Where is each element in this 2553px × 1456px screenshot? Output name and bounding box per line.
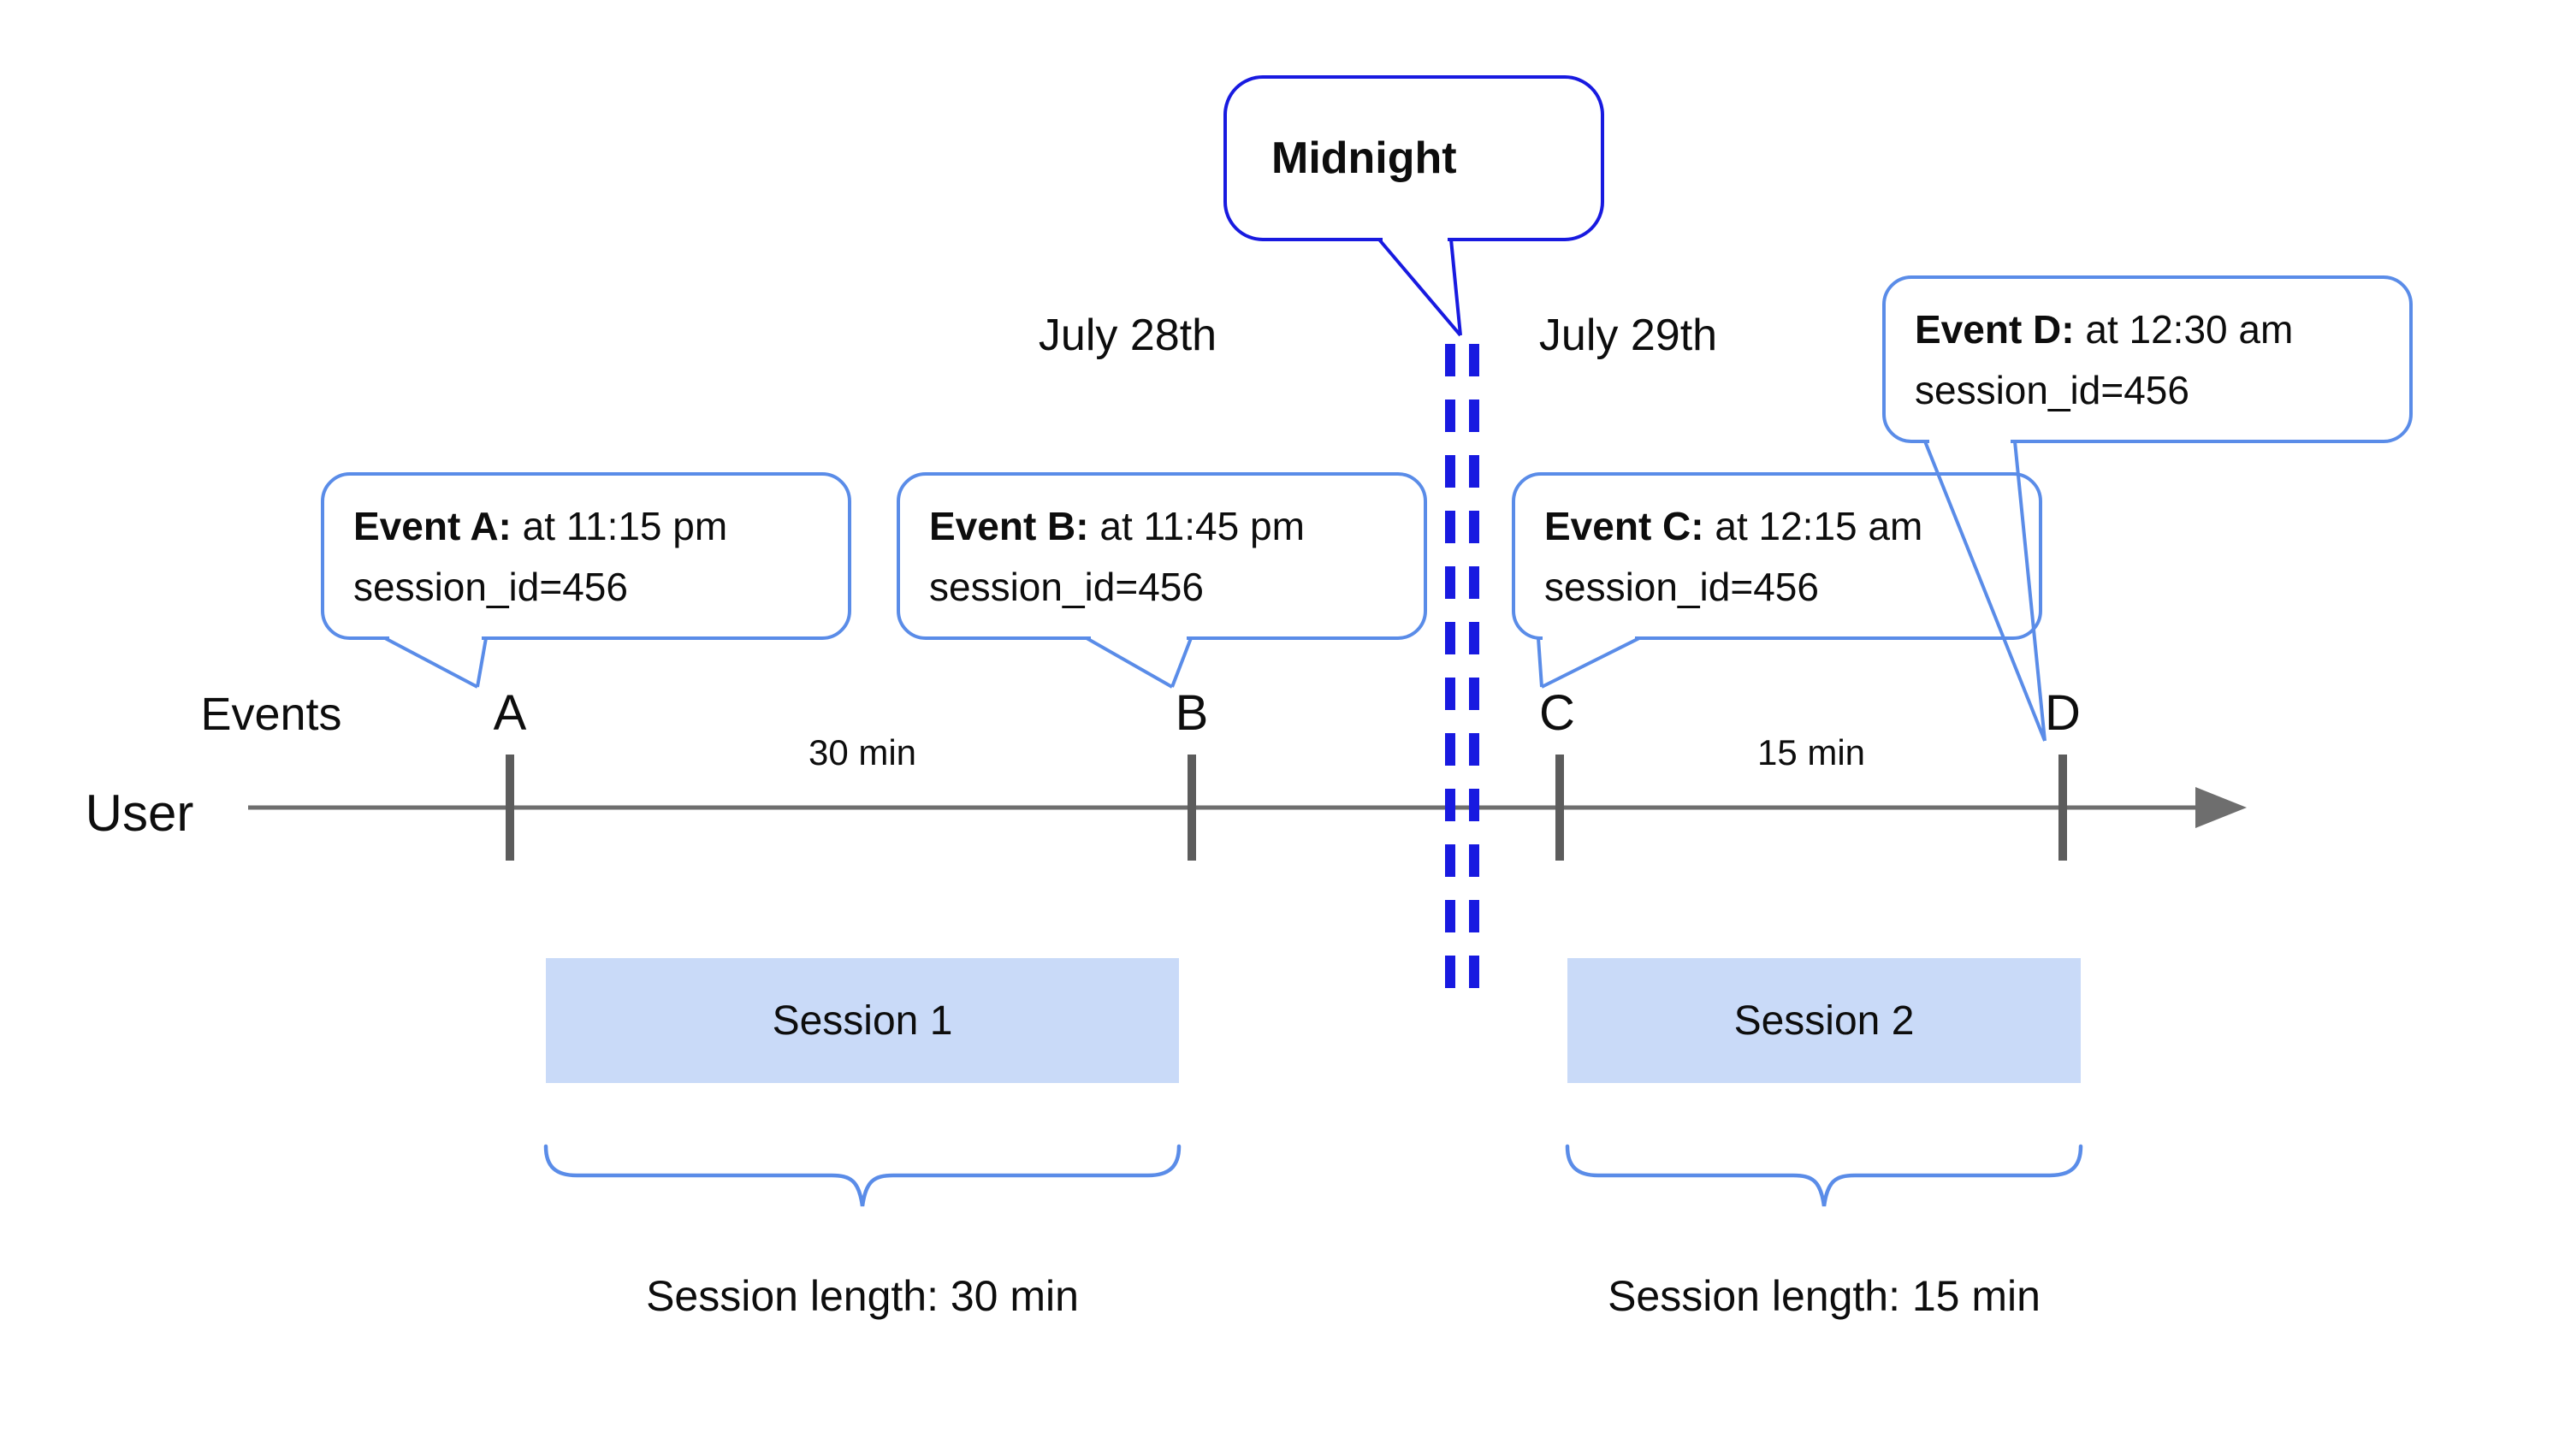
session-2-length-label: Session length: 15 min [1608, 1272, 2041, 1320]
interval-label-30-min: 30 min [808, 732, 917, 772]
event-c-callout-line1: Event C: at 12:15 am [1544, 496, 2022, 557]
session-1-brace [543, 1144, 1182, 1207]
event-b-callout-time: at 11:45 pm [1088, 504, 1305, 548]
event-d-callout: Event D: at 12:30 am session_id=456 [1882, 275, 2413, 443]
event-letter-b: B [1175, 685, 1209, 741]
event-b-callout-title: Event B: [929, 504, 1089, 548]
event-letter-d: D [2045, 685, 2081, 741]
session-1-box: Session 1 [546, 958, 1179, 1083]
event-a-callout-time: at 11:15 pm [511, 504, 728, 548]
event-a-callout-title: Event A: [353, 504, 512, 548]
event-c-callout: Event C: at 12:15 am session_id=456 [1512, 472, 2042, 640]
event-c-callout-time: at 12:15 am [1703, 504, 1923, 548]
event-a-callout-line1: Event A: at 11:15 pm [353, 496, 831, 557]
midnight-label: Midnight [1271, 133, 1457, 183]
midnight-callout-tail [1377, 238, 1462, 337]
event-letter-c: C [1539, 685, 1575, 741]
timeline-arrowhead [2195, 787, 2247, 828]
midnight-callout: Midnight [1223, 75, 1604, 241]
tick-d [2058, 755, 2067, 861]
tick-c [1555, 755, 1564, 861]
event-d-callout-session-id: session_id=456 [1915, 368, 2189, 412]
interval-label-15-min: 15 min [1756, 732, 1866, 772]
event-b-callout-tail [1086, 636, 1193, 689]
session-2-brace [1565, 1144, 2083, 1207]
event-b-callout: Event B: at 11:45 pm session_id=456 [897, 472, 1427, 640]
session-1-length-label: Session length: 30 min [646, 1272, 1079, 1320]
session-2-box: Session 2 [1567, 958, 2081, 1083]
event-a-callout: Event A: at 11:15 pm session_id=456 [321, 472, 851, 640]
event-c-callout-session-id: session_id=456 [1544, 565, 1819, 609]
date-label-july-28: July 28th [1038, 311, 1217, 360]
tick-a [506, 755, 514, 861]
event-letter-a: A [493, 685, 527, 741]
event-d-callout-title: Event D: [1915, 307, 2075, 352]
event-c-callout-title: Event C: [1544, 504, 1704, 548]
session-2-label: Session 2 [1733, 997, 1915, 1044]
event-b-callout-session-id: session_id=456 [929, 565, 1204, 609]
date-label-july-29: July 29th [1538, 311, 1718, 360]
event-a-callout-session-id: session_id=456 [353, 565, 628, 609]
session-1-label: Session 1 [772, 997, 953, 1044]
event-c-callout-tail [1537, 636, 1640, 689]
event-b-callout-line1: Event B: at 11:45 pm [929, 496, 1407, 557]
event-a-callout-tail [384, 636, 488, 689]
event-d-callout-time: at 12:30 am [2074, 307, 2294, 352]
event-d-callout-line1: Event D: at 12:30 am [1915, 299, 2392, 360]
events-row-label: Events [200, 689, 342, 740]
user-row-label: User [85, 784, 194, 842]
tick-b [1188, 755, 1196, 861]
